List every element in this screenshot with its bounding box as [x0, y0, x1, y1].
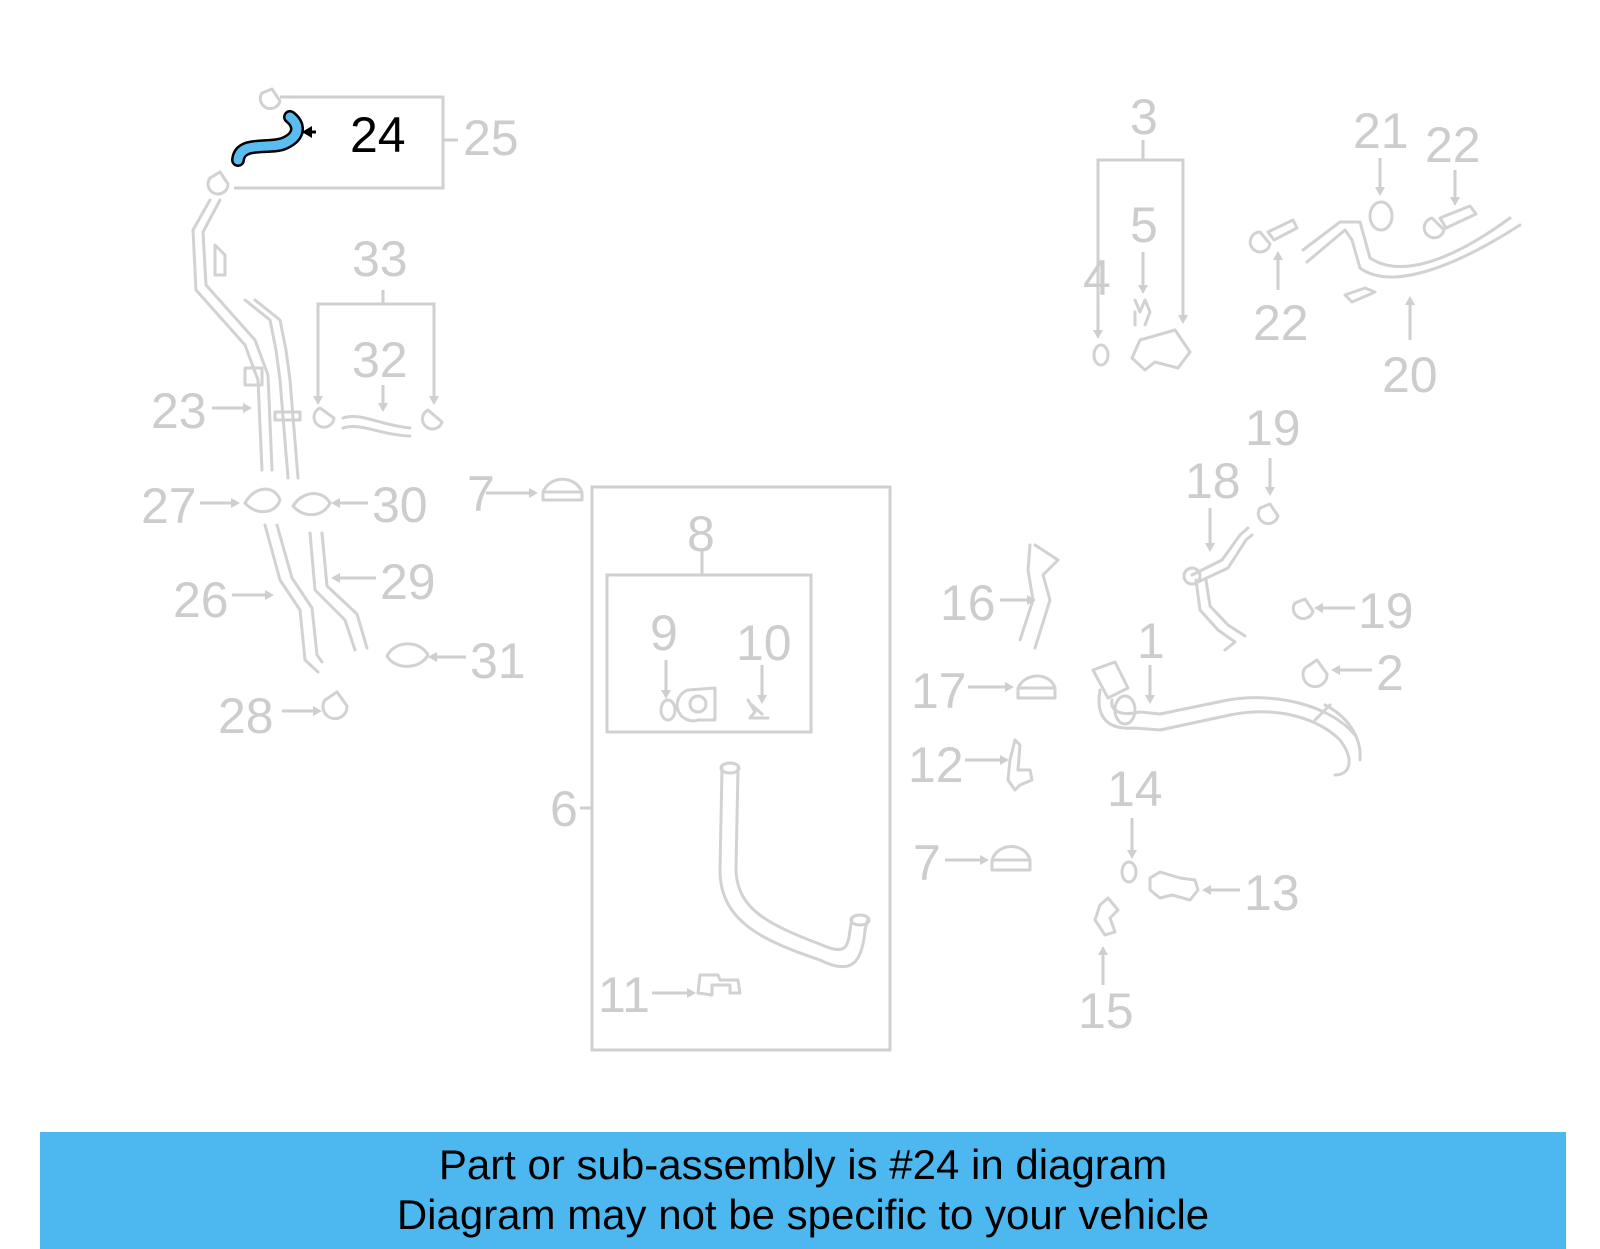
label-27: 27: [141, 478, 197, 534]
bolt-22-icon: [1248, 218, 1299, 254]
o-ring-21-icon: [1368, 200, 1394, 232]
label-15: 15: [1078, 983, 1134, 1039]
label-32: 32: [352, 332, 408, 388]
label-30: 30: [372, 477, 428, 533]
label-20: 20: [1382, 347, 1438, 403]
hose-32-icon: [312, 406, 444, 438]
label-19: 19: [1358, 583, 1414, 639]
clamp-17-icon: [1016, 674, 1057, 700]
fitting-11-icon: [696, 973, 742, 997]
clamp-icon: [258, 87, 298, 111]
hose-16-icon: [1018, 543, 1060, 650]
sensor-13-icon: [1148, 870, 1200, 902]
label-2: 2: [1376, 645, 1404, 701]
clamp-27-icon: [243, 487, 282, 514]
valve-12-icon: [1006, 738, 1034, 792]
group-box-6: [590, 485, 892, 1052]
clamp-19-icon: [1256, 502, 1280, 526]
label-25: 25: [463, 110, 519, 166]
clamp-31-icon: [385, 642, 430, 668]
o-ring-14-icon: [1120, 860, 1138, 884]
hose-29-icon: [308, 531, 369, 652]
hose-1-icon: [1091, 660, 1362, 777]
label-13: 13: [1244, 865, 1300, 921]
o-ring-4-icon: [1092, 343, 1110, 367]
clamp-28-icon: [321, 690, 349, 721]
banner-line-1: Part or sub-assembly is #24 in diagram: [438, 1141, 1168, 1188]
hose-6-icon: [718, 761, 871, 969]
label-22: 22: [1425, 117, 1481, 173]
label-1: 1: [1137, 613, 1165, 669]
label-23: 23: [151, 383, 207, 439]
hose-26-icon: [263, 523, 324, 674]
label-14: 14: [1107, 761, 1163, 817]
clamp-2-icon: [1301, 658, 1329, 689]
group-box-33: [313, 290, 439, 412]
label-24: 24: [350, 107, 406, 163]
label-22: 22: [1253, 295, 1309, 351]
clamp-30-icon: [291, 492, 332, 517]
label-16: 16: [940, 575, 996, 631]
fitting-15-icon: [1093, 896, 1120, 937]
label-29: 29: [380, 554, 436, 610]
housing-3-icon: [1130, 328, 1192, 372]
label-9: 9: [650, 605, 678, 661]
clamp-19-icon: [1291, 597, 1315, 621]
label-21: 21: [1353, 103, 1409, 159]
label-31: 31: [470, 633, 526, 689]
banner-line-2: Diagram may not be specific to your vehi…: [396, 1191, 1210, 1238]
label-7: 7: [467, 466, 495, 522]
label-3: 3: [1130, 89, 1158, 145]
label-5: 5: [1130, 197, 1158, 253]
clamp-7-icon: [541, 477, 584, 502]
label-12: 12: [908, 737, 964, 793]
label-4: 4: [1083, 250, 1111, 306]
clamp-7-icon: [990, 845, 1032, 872]
label-10: 10: [736, 615, 792, 671]
housing-icon: [675, 686, 717, 723]
disclaimer-banner: Part or sub-assembly is #24 in diagram D…: [40, 1132, 1566, 1249]
highlighted-hose-24-icon: [231, 110, 316, 167]
o-ring-9-icon: [659, 698, 677, 722]
hose-18-icon: [1182, 526, 1254, 652]
label-6: 6: [550, 781, 578, 837]
label-17: 17: [911, 663, 967, 719]
group-box-25: [234, 95, 458, 190]
bolt-22-icon: [1422, 204, 1478, 240]
clamp-icon: [206, 170, 230, 196]
group-box-3: [1096, 140, 1188, 324]
pipe-23-icon: [191, 198, 302, 480]
pipe-20-icon: [1301, 216, 1522, 304]
label-8: 8: [687, 506, 715, 562]
label-7: 7: [913, 835, 941, 891]
fitting-5-icon: [1133, 298, 1152, 327]
label-26: 26: [173, 572, 229, 628]
fitting-10-icon: [746, 698, 770, 720]
label-33: 33: [352, 231, 408, 287]
label-11: 11: [598, 967, 650, 1023]
label-18: 18: [1185, 453, 1241, 509]
label-19: 19: [1245, 400, 1301, 456]
label-28: 28: [218, 688, 274, 744]
group-box-8: [605, 573, 813, 734]
